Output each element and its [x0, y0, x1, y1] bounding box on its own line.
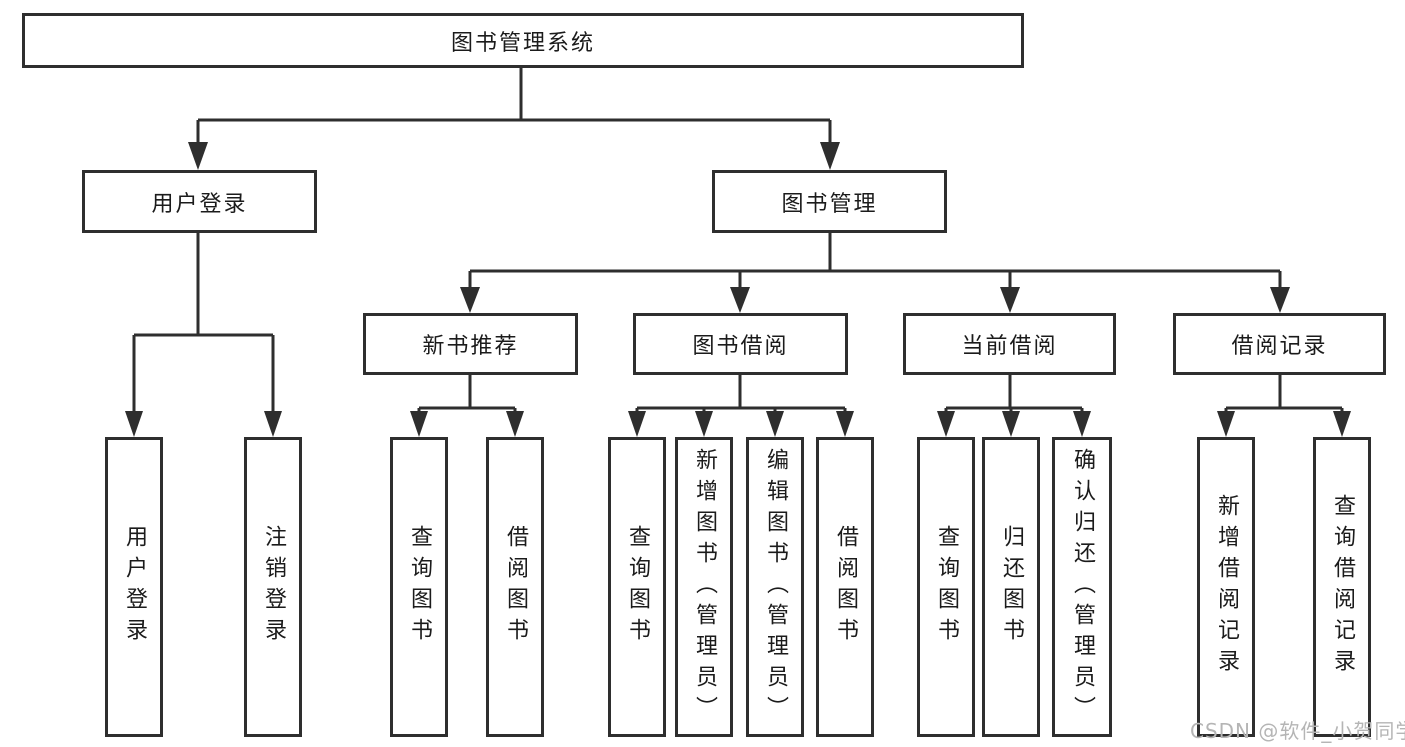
node-book-management: 图书管理 [712, 170, 947, 233]
leaf-logout-label: 注销登录 [261, 525, 286, 649]
leaf-newbooks-query-books: 查询图书 [390, 437, 448, 737]
leaf-borrowing-add-books-admin-label: 新增图书（管理员） [692, 447, 717, 727]
csdn-watermark: CSDN @软件_小贺同学 [1190, 719, 1405, 743]
leaf-logout: 注销登录 [244, 437, 302, 737]
leaf-records-add-borrow-record: 新增借阅记录 [1197, 437, 1255, 737]
leaf-newbooks-borrow-books-label: 借阅图书 [503, 525, 528, 649]
node-book-borrowing: 图书借阅 [633, 313, 848, 375]
leaf-newbooks-query-books-label: 查询图书 [407, 525, 432, 649]
node-current-borrowing: 当前借阅 [903, 313, 1116, 375]
leaf-records-query-borrow-record-label: 查询借阅记录 [1330, 494, 1355, 680]
leaf-borrowing-query-books: 查询图书 [608, 437, 666, 737]
leaf-newbooks-borrow-books: 借阅图书 [486, 437, 544, 737]
arrowheads [125, 142, 1351, 437]
leaf-borrowing-edit-books-admin-label: 编辑图书（管理员） [763, 447, 788, 727]
leaf-user-login-label: 用户登录 [122, 525, 147, 649]
leaf-current-query-books-label: 查询图书 [934, 525, 959, 649]
leaf-borrowing-add-books-admin: 新增图书（管理员） [675, 437, 733, 737]
leaf-current-return-books-label: 归还图书 [999, 525, 1024, 649]
node-user-login: 用户登录 [82, 170, 317, 233]
node-root-library-management-system: 图书管理系统 [22, 13, 1024, 68]
leaf-current-confirm-return-admin: 确认归还（管理员） [1052, 437, 1112, 737]
node-new-book-recommend: 新书推荐 [363, 313, 578, 375]
leaf-current-confirm-return-admin-label: 确认归还（管理员） [1070, 447, 1095, 727]
node-borrowing-records: 借阅记录 [1173, 313, 1386, 375]
leaf-records-add-borrow-record-label: 新增借阅记录 [1214, 494, 1239, 680]
leaf-borrowing-borrow-books-label: 借阅图书 [833, 525, 858, 649]
leaf-borrowing-query-books-label: 查询图书 [625, 525, 650, 649]
leaf-borrowing-edit-books-admin: 编辑图书（管理员） [746, 437, 804, 737]
leaf-user-login: 用户登录 [105, 437, 163, 737]
leaf-current-return-books: 归还图书 [982, 437, 1040, 737]
leaf-current-query-books: 查询图书 [917, 437, 975, 737]
leaf-records-query-borrow-record: 查询借阅记录 [1313, 437, 1371, 737]
leaf-borrowing-borrow-books: 借阅图书 [816, 437, 874, 737]
